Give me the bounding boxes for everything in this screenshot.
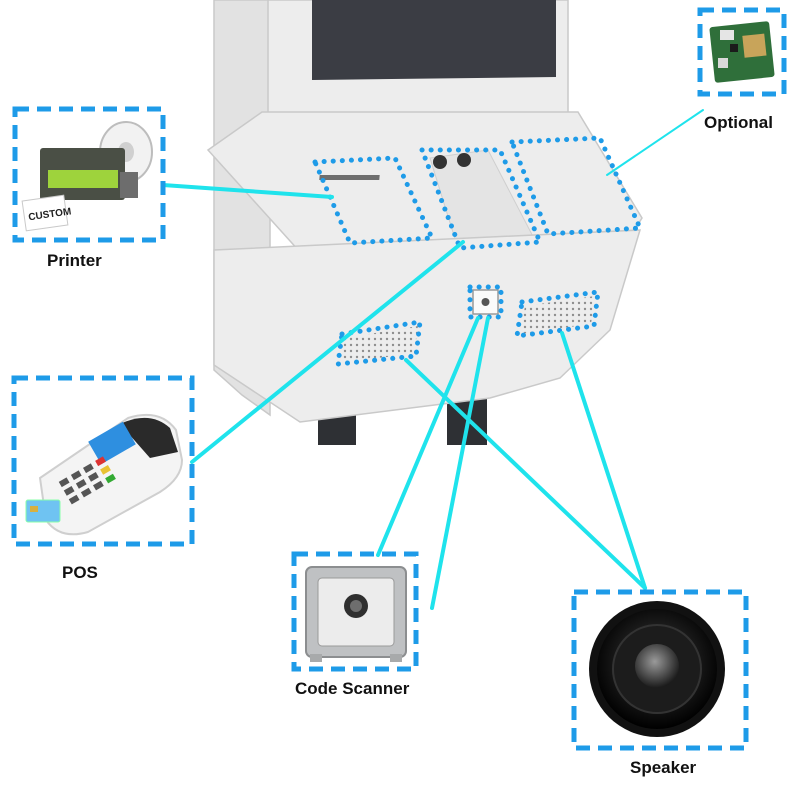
kiosk-port-2	[457, 153, 471, 167]
zone-speaker-right	[514, 289, 601, 339]
connector-speaker-left	[404, 358, 647, 590]
frame-speaker	[571, 589, 749, 751]
frame-code-scanner	[291, 551, 419, 672]
kiosk-screen	[312, 0, 556, 80]
kiosk-scanner-lens	[481, 298, 490, 306]
zone-card-reader	[418, 147, 544, 251]
kiosk-machine	[206, 0, 643, 445]
barcode-scanner-icon	[305, 566, 407, 662]
zone-speaker-left	[335, 319, 423, 367]
connector-scanner	[376, 316, 480, 557]
zone-printer	[311, 155, 436, 246]
frame-pos	[11, 375, 195, 547]
pos-terminal-icon	[25, 414, 184, 536]
label-speaker: Speaker	[630, 758, 697, 777]
kiosk-port-1	[433, 155, 447, 169]
callout-speaker	[571, 589, 749, 751]
frame-optional	[697, 7, 787, 97]
zone-scanner	[467, 284, 504, 320]
connector-lines	[161, 109, 704, 610]
kiosk-printer-slot	[319, 175, 380, 180]
callout-pos	[11, 375, 195, 547]
callout-printer: CUSTOM	[12, 106, 166, 243]
kiosk-highlight-zones	[311, 135, 644, 367]
label-optional: Optional	[704, 113, 773, 132]
connector-scanner-2	[430, 316, 490, 610]
speaker-icon	[589, 601, 725, 737]
thermal-printer-icon: CUSTOM	[21, 121, 153, 232]
kiosk-speaker-grill-right	[520, 296, 595, 334]
kiosk-lower-body	[213, 229, 642, 423]
connector-pos	[190, 240, 465, 464]
label-pos: POS	[62, 563, 98, 582]
zone-optional	[508, 135, 644, 237]
frame-printer	[12, 106, 166, 243]
label-code-scanner: Code Scanner	[295, 679, 410, 698]
callout-code-scanner	[291, 551, 419, 672]
connector-printer	[161, 183, 334, 199]
circuit-board-icon	[709, 21, 775, 83]
label-printer: Printer	[47, 251, 102, 270]
connector-optional	[606, 109, 704, 176]
kiosk-speaker-grill-left	[340, 326, 418, 362]
kiosk-shelf	[206, 111, 643, 253]
connector-speaker-right	[560, 331, 647, 590]
callout-optional	[697, 7, 787, 97]
